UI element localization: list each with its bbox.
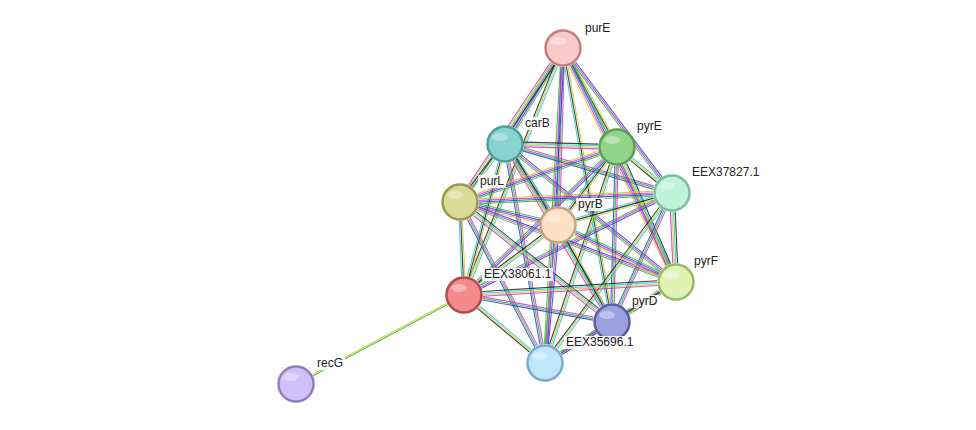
edge-strand: [567, 242, 603, 306]
edge-strand: [631, 160, 657, 182]
protein-node: EEX35696.1: [526, 344, 564, 382]
interaction-edge: [478, 306, 532, 352]
node-circle: [598, 128, 636, 166]
node-circle: [441, 183, 479, 221]
interaction-edge: [631, 158, 659, 182]
node-label: EEX35696.1: [564, 336, 635, 349]
edge-strand: [574, 64, 610, 130]
edge-strand: [471, 64, 553, 186]
edge-strand: [548, 67, 564, 344]
edge-strand: [547, 244, 556, 344]
interaction-edge: [627, 290, 661, 314]
interaction-edge: [670, 212, 677, 263]
edge-strand: [479, 191, 653, 198]
node-label: purL: [478, 175, 506, 188]
edge-strand: [483, 284, 657, 295]
edge-strand: [473, 65, 555, 187]
edge-strand: [544, 67, 560, 344]
edge-strand: [565, 67, 607, 304]
edge-strand: [575, 234, 659, 274]
node-circle: [486, 125, 524, 163]
edge-strand: [474, 214, 596, 310]
node-label: recG: [315, 357, 345, 370]
edge-strand: [562, 293, 661, 354]
node-circle: [544, 29, 582, 67]
edge-strand: [670, 212, 672, 263]
edge-strand: [478, 160, 604, 282]
edge-strand: [560, 291, 659, 352]
interaction-edge: [479, 191, 653, 203]
edge-strand: [459, 221, 461, 276]
edge-strand: [576, 231, 660, 271]
edge-strand: [479, 161, 605, 283]
edge-strand: [524, 147, 598, 149]
edge-strand: [313, 305, 447, 376]
edge-strand: [629, 294, 661, 314]
edge-strand: [479, 195, 653, 202]
protein-node: pyrE: [598, 128, 636, 166]
edge-strand: [569, 241, 605, 305]
edge-strand: [508, 163, 541, 345]
node-circle: [526, 344, 564, 382]
interaction-edge: [524, 142, 598, 149]
protein-node: pyrB: [539, 206, 577, 244]
interaction-edge: [312, 303, 447, 376]
edge-strand: [483, 297, 594, 317]
interaction-edge: [507, 162, 543, 344]
edge-strand: [627, 290, 659, 310]
edge-strand: [566, 242, 602, 306]
edge-strand: [483, 298, 594, 318]
node-label: pyrD: [630, 295, 659, 308]
edge-strand: [629, 293, 661, 313]
edge-strand: [482, 300, 593, 320]
protein-node: purL: [441, 183, 479, 221]
node-circle: [653, 174, 691, 212]
node-label: EEX37827.1: [690, 166, 761, 179]
protein-node: EEX37827.1: [653, 174, 691, 212]
protein-node: pyrF: [657, 263, 695, 301]
protein-node: recG: [277, 365, 315, 403]
edge-strand: [633, 158, 659, 180]
protein-node: EEX38061.1: [445, 276, 483, 314]
interaction-edge: [611, 166, 618, 303]
interaction-edge: [565, 66, 610, 303]
edge-strand: [575, 233, 659, 273]
node-label: carB: [523, 117, 552, 130]
edge-strand: [632, 159, 658, 181]
interaction-edge: [483, 281, 657, 296]
interaction-edge: [566, 241, 604, 306]
edge-strand: [479, 193, 653, 200]
node-circle: [539, 206, 577, 244]
node-label: pyrF: [692, 255, 720, 268]
interaction-edge: [482, 297, 593, 320]
edge-strand: [561, 292, 660, 353]
interaction-edge: [459, 221, 465, 276]
node-circle: [445, 276, 483, 314]
node-label: EEX38061.1: [482, 268, 553, 281]
edge-strand: [574, 235, 658, 275]
interaction-edge: [560, 291, 660, 355]
edge-strand: [545, 244, 554, 344]
interaction-edge: [574, 231, 660, 276]
protein-node: purE: [544, 29, 582, 67]
node-circle: [657, 263, 695, 301]
node-label: pyrE: [635, 120, 664, 133]
edge-strand: [478, 308, 530, 352]
edge-strand: [312, 303, 446, 374]
edge-strand: [479, 307, 531, 351]
node-label: purE: [583, 22, 612, 35]
interaction-edge: [545, 244, 558, 344]
node-circle: [277, 365, 315, 403]
protein-node: carB: [486, 125, 524, 163]
edge-strand: [628, 291, 660, 311]
node-label: pyrB: [576, 198, 605, 211]
edge-strand: [480, 306, 532, 350]
edge-strand: [611, 166, 615, 303]
